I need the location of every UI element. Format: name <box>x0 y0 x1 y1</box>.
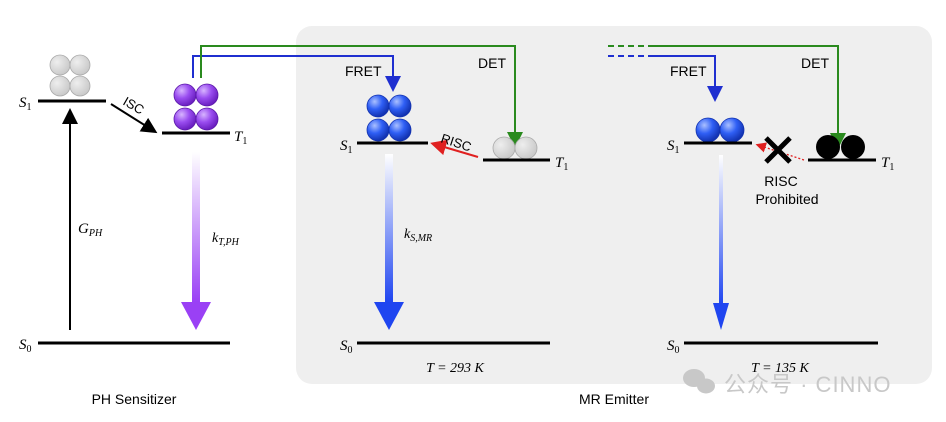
cold-t1-label: T1 <box>881 155 894 173</box>
fret-label-cold: FRET <box>670 63 707 79</box>
risc-prohibited-line2: Prohibited <box>755 191 818 207</box>
sensitizer-s0-label: S0 <box>19 337 32 355</box>
emitter-t1-balls <box>492 136 538 160</box>
sensitizer-t1-balls <box>173 83 219 131</box>
isc-label: ISC <box>121 94 147 118</box>
risc-arrow <box>430 139 479 158</box>
emitter-t1-label: T1 <box>555 155 568 173</box>
emitter-title: MR Emitter <box>579 391 649 407</box>
isc-arrow <box>110 103 158 134</box>
mr-emitter-panel <box>296 26 932 384</box>
cold-t1-balls <box>816 135 865 159</box>
det-connector-cold <box>648 45 846 149</box>
fret-connector-cold <box>648 55 723 102</box>
cold-s0-label: S0 <box>667 338 680 356</box>
risc-prohibited-line1: RISC <box>764 173 797 189</box>
sensitizer-s1-balls <box>49 54 91 97</box>
emitter-s0-label: S0 <box>340 338 353 356</box>
sensitizer-s1-label: S1 <box>19 95 32 113</box>
temperature-cold: T = 135 K <box>751 361 809 376</box>
fret-label: FRET <box>345 63 382 79</box>
fluorescence-decay-arrow <box>374 154 404 330</box>
fluorescence-rate-label: kS,MR <box>404 227 432 244</box>
watermark: 公众号 · CINNO <box>724 372 891 397</box>
phosphorescence-rate-label: kT,PH <box>212 231 240 248</box>
temperature-warm: T = 293 K <box>426 361 484 376</box>
excitation-label: GPH <box>78 221 103 239</box>
fret-connector <box>192 55 401 92</box>
prohibited-x-icon <box>764 136 792 164</box>
det-label: DET <box>478 55 506 71</box>
cold-decay-arrow <box>713 155 729 330</box>
emitter-s1-label: S1 <box>340 138 353 156</box>
cold-s1-balls <box>695 117 745 143</box>
det-connector <box>200 45 523 148</box>
emitter-s1-balls <box>366 94 412 142</box>
cold-s1-label: S1 <box>667 138 680 156</box>
wechat-icon <box>683 369 715 394</box>
sensitizer-t1-label: T1 <box>234 129 247 147</box>
sensitizer-title: PH Sensitizer <box>92 391 177 407</box>
phosphorescence-decay-arrow <box>181 152 211 330</box>
det-label-cold: DET <box>801 55 829 71</box>
